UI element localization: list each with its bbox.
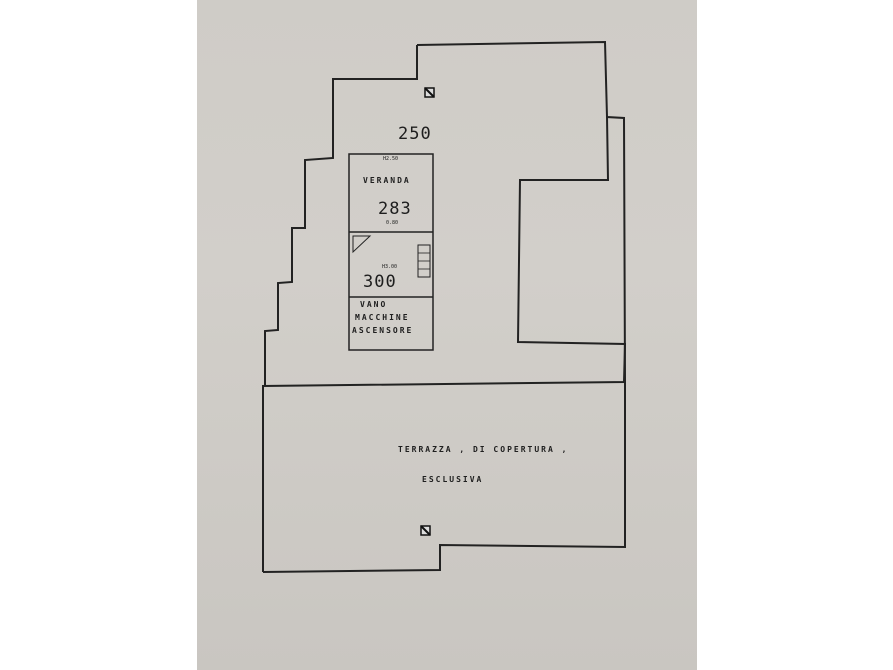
room-block [348, 153, 434, 351]
veranda-number: 283 [378, 199, 412, 219]
stair-room-height: H3.00 [382, 264, 398, 270]
terrace-label-line2: ESCLUSIVA [422, 475, 484, 484]
machine-room-line3: ASCENSORE [352, 326, 414, 335]
terrace-outline [262, 40, 627, 572]
terrace-label-line1: TERRAZZA , DI COPERTURA , [398, 445, 569, 454]
veranda-label: VERANDA [363, 176, 411, 185]
stair-room-number: 300 [363, 272, 397, 292]
veranda-sub: 0.80 [386, 220, 399, 226]
machine-room-line2: MACCHINE [355, 313, 410, 322]
top-number: 250 [398, 124, 432, 144]
veranda-height: H2.50 [383, 156, 399, 162]
paper-sheet [197, 0, 697, 670]
machine-room-line1: VANO [360, 300, 388, 309]
